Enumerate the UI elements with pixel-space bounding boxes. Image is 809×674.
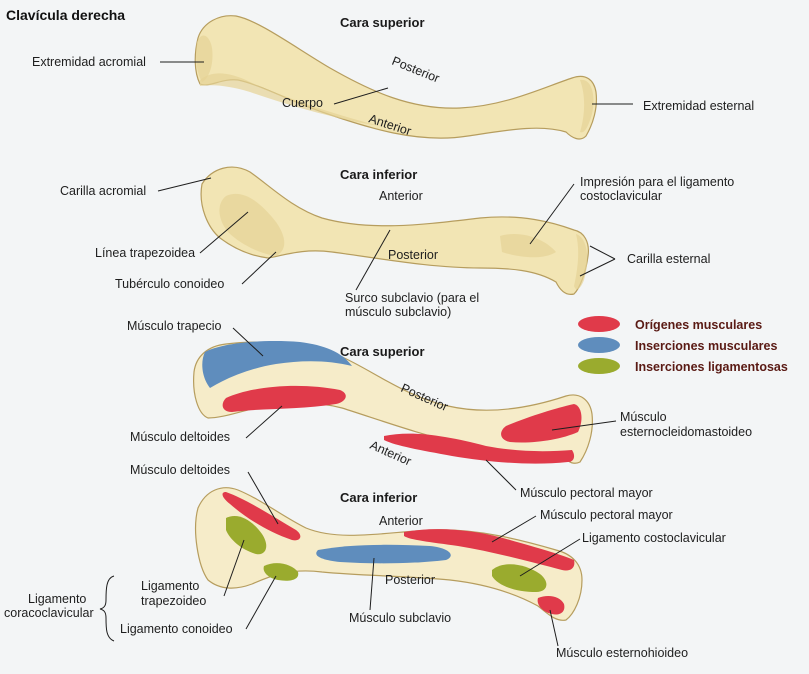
label-lig-trap-2: trapezoideo [141,594,206,608]
leader-esternohioideo [549,609,559,647]
label-carilla-acromial: Carilla acromial [60,184,146,198]
label-esterno-2: esternocleidomastoideo [620,425,752,439]
bone-shade-1 [200,73,380,126]
legend-label-muscle-insertions: Inserciones musculares [635,339,777,353]
leader-lig-trap [223,539,245,597]
leader-carilla-acromial [157,177,212,192]
label-surco-1: Surco subclavio (para el [345,291,479,305]
origin-pectoral-4 [404,529,575,571]
label-lig-coraco-1: Ligamento [28,592,86,606]
leader-carilla-esternal-a [589,245,616,260]
ligament-trapezoideo [226,515,267,555]
leader-surco [355,229,391,291]
label-impresion-2: costoclavicular [580,189,662,203]
origin-esternohioideo [537,596,565,615]
leader-deltoides-3 [245,405,283,439]
label-deltoides-3: Músculo deltoides [130,430,230,444]
label-lig-conoideo: Ligamento conoideo [120,622,233,636]
sternal-end-1 [580,79,594,133]
clavicle-bone-2 [200,166,589,295]
origin-esterno [501,404,582,443]
view-2-inferior: Cara inferior Carilla acromial Anterior … [60,166,734,319]
label-esternohioideo: Músculo esternohioideo [556,646,688,660]
origin-pectoral-3 [384,433,575,464]
label-pectoral-3: Músculo pectoral mayor [520,486,653,500]
label-extremidad-esternal: Extremidad esternal [643,99,754,113]
label-posterior-2: Posterior [388,248,438,262]
view-1-superior: Cara superior Extremidad acromial Poster… [32,15,754,140]
leader-subclavio [369,557,375,611]
origin-deltoides-4 [222,492,301,541]
label-deltoides-4: Músculo deltoides [130,463,230,477]
label-extremidad-acromial: Extremidad acromial [32,55,146,69]
leader-pectoral-4 [491,515,537,543]
legend-label-ligament-insertions: Inserciones ligamentosas [635,360,788,374]
legend-swatch-ligament-insertions [578,358,620,374]
acromial-end-1 [196,35,213,82]
leader-lig-costo [519,538,581,577]
leader-cuerpo [333,87,389,105]
label-impresion-1: Impresión para el ligamento [580,175,734,189]
ligament-conoideo [263,563,299,581]
v3-heading: Cara superior [340,344,425,359]
diagram-title: Clavícula derecha [6,7,125,23]
legend-swatch-origins [578,316,620,332]
leader-deltoides-4 [247,471,279,525]
view-3-superior: Cara superior Músculo trapecio Posterior… [127,319,752,500]
leader-esterno [551,420,617,431]
label-subclavio: Músculo subclavio [349,611,451,625]
label-cuerpo: Cuerpo [282,96,323,110]
leader-pectoral-3 [485,459,517,491]
v1-heading: Cara superior [340,15,425,30]
origin-deltoides-3 [222,385,346,412]
label-tuberculo-conoideo: Tubérculo conoideo [115,277,224,291]
insertion-subclavio [316,544,451,564]
ligament-costoclavicular [492,564,547,592]
label-pectoral-4: Músculo pectoral mayor [540,508,673,522]
label-lig-costo: Ligamento costoclavicular [582,531,726,545]
leader-tuberculo-conoideo [241,251,277,285]
bracket-coracoclavicular [99,575,115,642]
label-esterno-1: Músculo [620,410,667,424]
bone-shade-2 [219,193,285,256]
view-4-inferior: Cara inferior Músculo deltoides Anterior… [4,463,726,660]
v2-heading: Cara inferior [340,167,417,182]
leader-lig-conoideo [245,575,277,630]
impression-shade [500,233,556,258]
leader-carilla-esternal-b [579,258,616,277]
label-linea-trapezoidea: Línea trapezoidea [95,246,195,260]
label-posterior-4: Posterior [385,573,435,587]
leader-linea-trapezoidea [199,211,249,254]
label-trapecio: Músculo trapecio [127,319,222,333]
legend: Orígenes musculares Inserciones muscular… [578,316,788,374]
label-surco-2: músculo subclavio) [345,305,451,319]
label-carilla-esternal: Carilla esternal [627,252,710,266]
v4-heading: Cara inferior [340,490,417,505]
legend-label-origins: Orígenes musculares [635,318,762,332]
label-posterior-1: Posterior [390,54,442,86]
leader-impresion [529,183,575,245]
legend-swatch-muscle-insertions [578,337,620,353]
sternal-facet-2 [574,234,588,290]
insertion-trapecio [202,341,352,388]
label-lig-coraco-2: coracoclavicular [4,606,94,620]
label-anterior-2: Anterior [379,189,423,203]
label-lig-trap-1: Ligamento [141,579,199,593]
label-anterior-4: Anterior [379,514,423,528]
leader-trapecio [232,327,264,357]
